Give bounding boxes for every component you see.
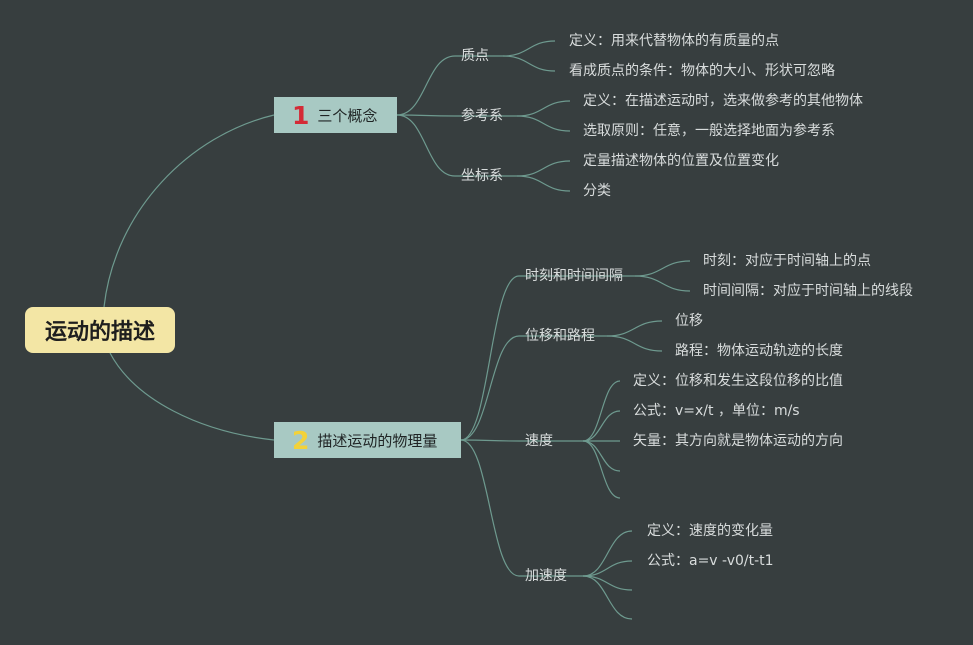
connector-line bbox=[396, 55, 456, 116]
connector-line bbox=[460, 335, 520, 441]
number-1-icon: 1 bbox=[292, 100, 310, 130]
leaf-item[interactable]: 定量描述物体的位置及位置变化 bbox=[583, 153, 779, 169]
connector-line bbox=[460, 275, 520, 441]
connector-line bbox=[516, 160, 571, 177]
trunk-line bbox=[109, 352, 275, 441]
connector-line bbox=[516, 175, 571, 192]
connector-line bbox=[460, 439, 520, 577]
leaf-item[interactable]: 选取原则：任意，一般选择地面为参考系 bbox=[583, 123, 835, 139]
branch-label: 描述运动的物理量 bbox=[317, 431, 438, 450]
leaf-item[interactable]: 位移 bbox=[675, 313, 703, 329]
connector-line bbox=[634, 260, 691, 277]
connector-line bbox=[582, 440, 621, 472]
leaf-item[interactable]: 定义：位移和发生这段位移的比值 bbox=[633, 373, 843, 389]
connector-line bbox=[582, 575, 633, 620]
connector-line bbox=[502, 40, 556, 57]
branch-label: 三个概念 bbox=[317, 106, 378, 125]
topic-reference-frame[interactable]: 参考系 bbox=[461, 108, 503, 124]
root-node[interactable]: 运动的描述 bbox=[25, 307, 175, 353]
leaf-item[interactable]: 看成质点的条件：物体的大小、形状可忽略 bbox=[569, 63, 835, 79]
connector-line bbox=[516, 100, 571, 117]
connector-line bbox=[460, 439, 520, 442]
topic-time[interactable]: 时刻和时间间隔 bbox=[525, 268, 623, 284]
connector-line bbox=[582, 410, 621, 442]
topic-coordinate-system[interactable]: 坐标系 bbox=[461, 168, 503, 184]
topic-displacement[interactable]: 位移和路程 bbox=[525, 328, 595, 344]
connector-line bbox=[582, 560, 633, 577]
connector-line bbox=[606, 335, 663, 352]
topic-acceleration[interactable]: 加速度 bbox=[525, 568, 567, 584]
leaf-item[interactable]: 公式：a=v -v0/t-t1 bbox=[647, 553, 774, 569]
leaf-item[interactable]: 矢量：其方向就是物体运动的方向 bbox=[633, 433, 843, 449]
topic-velocity[interactable]: 速度 bbox=[525, 433, 553, 449]
connector-line bbox=[502, 55, 556, 72]
connector-line bbox=[582, 380, 621, 442]
leaf-item[interactable]: 路程：物体运动轨迹的长度 bbox=[675, 343, 843, 359]
leaf-item[interactable]: 定义：速度的变化量 bbox=[647, 523, 773, 539]
connector-line bbox=[582, 530, 633, 577]
connector-line bbox=[634, 275, 691, 292]
leaf-item[interactable]: 定义：在描述运动时，选来做参考的其他物体 bbox=[583, 93, 863, 109]
leaf-item[interactable]: 分类 bbox=[583, 183, 611, 199]
branch-physical-quantities[interactable]: 2 描述运动的物理量 bbox=[274, 422, 461, 458]
connector-line bbox=[396, 114, 456, 117]
connector-line bbox=[606, 320, 663, 337]
topic-particle[interactable]: 质点 bbox=[461, 48, 489, 64]
trunk-line bbox=[103, 114, 275, 308]
branch-concepts[interactable]: 1 三个概念 bbox=[274, 97, 397, 133]
leaf-item[interactable]: 时刻：对应于时间轴上的点 bbox=[703, 253, 871, 269]
leaf-item[interactable]: 公式：v=x/t ，单位：m/s bbox=[633, 403, 800, 419]
leaf-item[interactable]: 定义：用来代替物体的有质量的点 bbox=[569, 33, 779, 49]
connector-line bbox=[516, 115, 571, 132]
root-label: 运动的描述 bbox=[44, 320, 155, 345]
connector-line bbox=[582, 440, 621, 499]
connector-line bbox=[396, 114, 456, 177]
number-2-icon: 2 bbox=[292, 425, 310, 455]
leaf-item[interactable]: 时间间隔：对应于时间轴上的线段 bbox=[703, 283, 913, 299]
